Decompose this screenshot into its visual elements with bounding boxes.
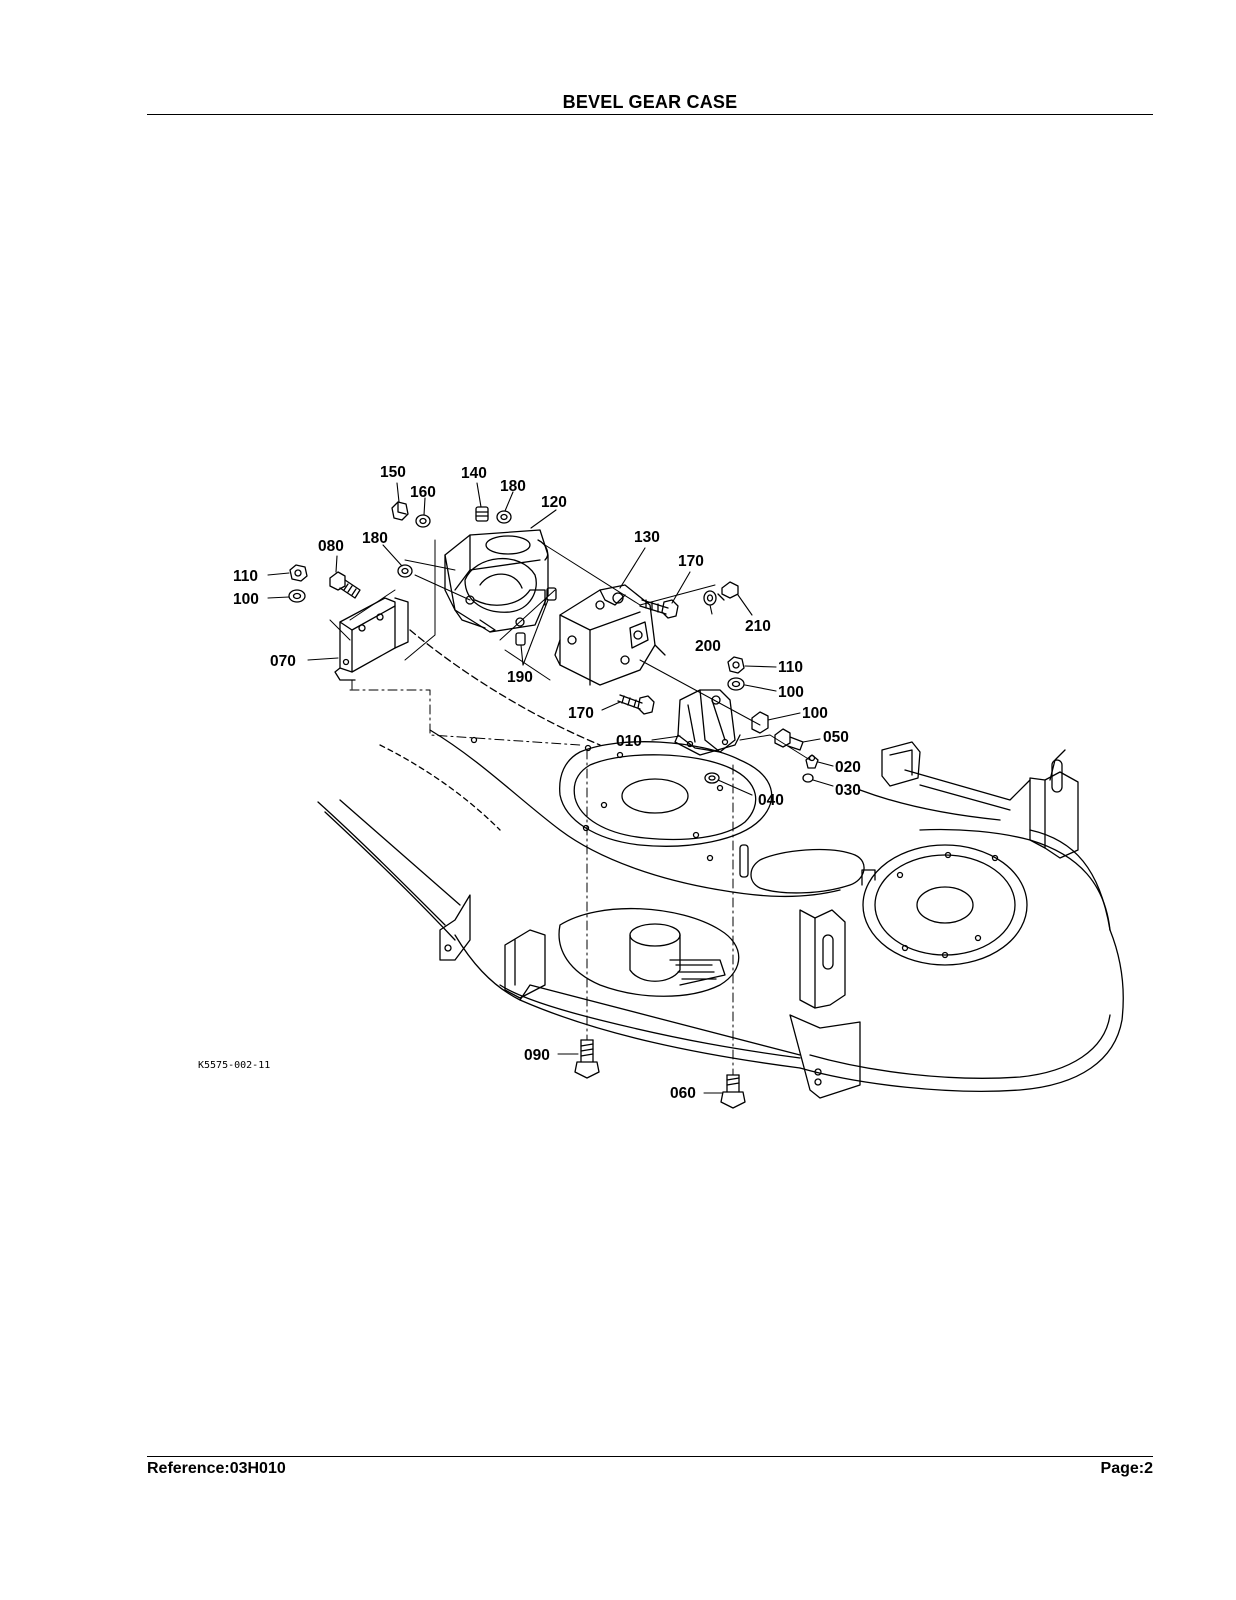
callout-100-left: 100: [233, 591, 259, 608]
diagram-code: K5575-002-11: [198, 1060, 270, 1071]
callout-170-upper: 170: [678, 553, 704, 570]
page-number: Page:2: [1100, 1460, 1153, 1477]
callout-200: 200: [695, 638, 721, 655]
callout-070: 070: [270, 653, 296, 670]
callout-190: 190: [507, 669, 533, 686]
callout-labels: 150 160 140 180 120 080 180 130 170 110 …: [198, 464, 861, 1102]
assembly-guide-lines: [349, 679, 734, 1076]
mower-deck: [317, 629, 1124, 1099]
callout-130: 130: [634, 529, 660, 546]
callout-180-left: 180: [362, 530, 388, 547]
callout-010: 010: [616, 733, 642, 750]
callout-040: 040: [758, 792, 784, 809]
stand-010: [674, 689, 741, 756]
gear-case-120: [444, 529, 549, 633]
callout-170-lower: 170: [568, 705, 594, 722]
callout-050: 050: [823, 729, 849, 746]
callout-030: 030: [835, 782, 861, 799]
gear-case-130: [554, 584, 666, 686]
callout-080: 080: [318, 538, 344, 555]
callout-180-top: 180: [500, 478, 526, 495]
callout-160: 160: [410, 484, 436, 501]
callout-110-right: 110: [778, 659, 803, 676]
callout-020: 020: [835, 759, 861, 776]
callout-100-right: 100: [778, 684, 804, 701]
callout-110-left: 110: [233, 568, 258, 585]
callout-210: 210: [745, 618, 771, 635]
header-rule: [147, 114, 1153, 115]
callout-120: 120: [541, 494, 567, 511]
callout-100-spacer: 100: [802, 705, 828, 722]
callout-150: 150: [380, 464, 406, 481]
callout-060: 060: [670, 1085, 696, 1102]
callout-leaders: [267, 482, 834, 1094]
reference-label: Reference:03H010: [147, 1460, 286, 1477]
bracket-070: [334, 597, 409, 681]
hardware-parts: [288, 501, 921, 1109]
callout-140: 140: [461, 465, 487, 482]
footer-rule: [147, 1456, 1153, 1457]
callout-090: 090: [524, 1047, 550, 1064]
page-title: BEVEL GEAR CASE: [562, 92, 738, 112]
